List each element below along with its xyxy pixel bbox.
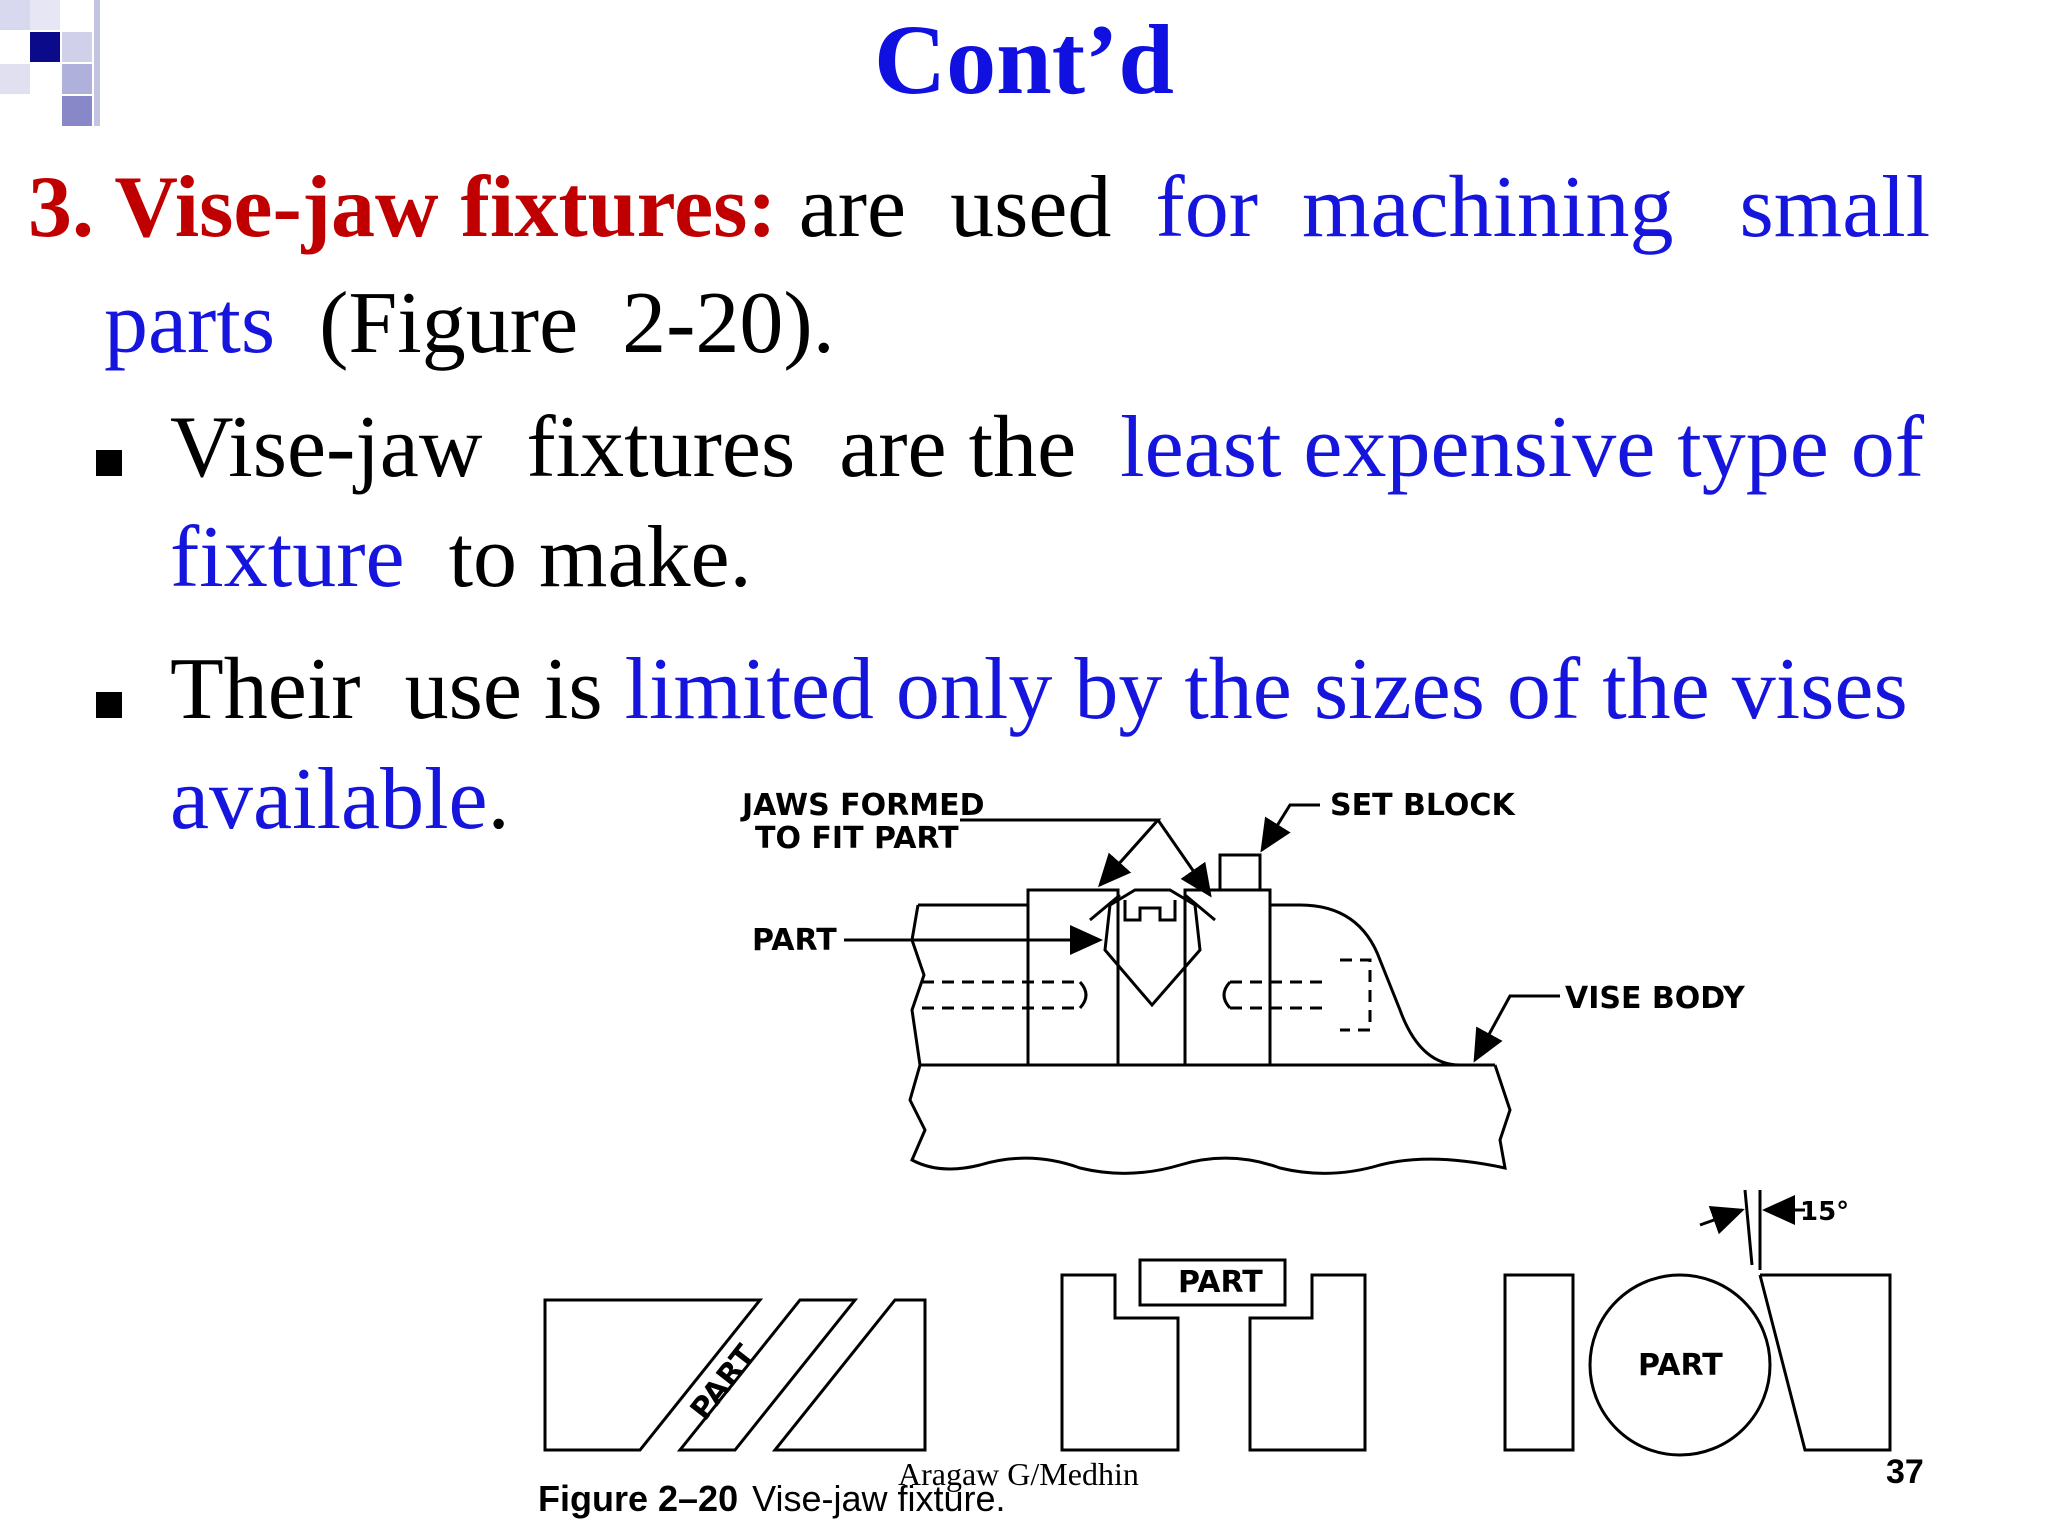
slide-title: Cont’d xyxy=(873,4,1175,115)
bullet-1-text-2: to make. xyxy=(404,509,752,606)
bullet-2-highlight-2: available xyxy=(170,751,488,848)
heading-highlight-2: parts xyxy=(104,275,276,372)
heading-highlight: for machining small xyxy=(1133,159,1931,256)
label-part-circle: PART xyxy=(1638,1348,1723,1383)
figure-caption: Figure 2–20 Vise-jaw fixture. xyxy=(538,1478,1006,1520)
bullet-marker xyxy=(96,450,122,476)
bullet-1-highlight-2: fixture xyxy=(170,509,405,606)
heading-line-1: 3. Vise-jaw fixtures: are used for machi… xyxy=(28,158,1930,258)
bullet-2-text: Their use is xyxy=(170,641,625,738)
label-set-block: SET BLOCK xyxy=(1330,788,1516,823)
figure-caption-text: Vise-jaw fixture. xyxy=(752,1478,1006,1519)
figure-caption-number: Figure 2–20 xyxy=(538,1478,739,1519)
page-number: 37 xyxy=(1886,1453,1924,1491)
corner-decoration xyxy=(0,0,100,130)
bullet-1-line-2: fixture to make. xyxy=(170,508,752,608)
bullet-2-text-2: . xyxy=(487,751,510,848)
label-part: PART xyxy=(752,923,837,958)
label-part-middle: PART xyxy=(1178,1265,1263,1300)
label-angle: 15° xyxy=(1800,1197,1849,1227)
bullet-1-line-1: Vise-jaw fixtures are the least expensiv… xyxy=(170,398,1924,498)
figure-ref: (Figure 2-20). xyxy=(275,275,835,372)
label-to-fit-part: TO FIT PART xyxy=(755,821,959,856)
bullet-2-line-2: available. xyxy=(170,750,510,850)
label-vise-body: VISE BODY xyxy=(1565,981,1746,1016)
bullet-1-text: Vise-jaw fixtures are the xyxy=(170,399,1121,496)
heading-number-label: 3. Vise-jaw fixtures: xyxy=(28,159,777,256)
bullet-1-highlight: least expensive type of xyxy=(1120,399,1925,496)
bullet-2-highlight: limited only by the sizes of the vises xyxy=(624,641,1908,738)
label-jaws-formed: JAWS FORMED xyxy=(740,788,985,823)
bullet-2-line-1: Their use is limited only by the sizes o… xyxy=(170,640,1908,740)
heading-line-2: parts (Figure 2-20). xyxy=(104,274,835,374)
footer-author: Aragaw G/Medhin xyxy=(898,1456,1139,1492)
bullet-marker xyxy=(96,692,122,718)
heading-text: are used xyxy=(776,159,1134,256)
